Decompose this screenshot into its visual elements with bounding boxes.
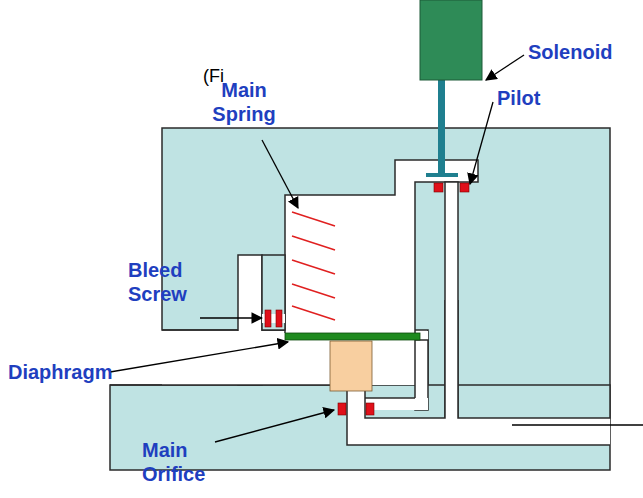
solenoid-coil — [420, 0, 482, 80]
outlet-channel — [347, 418, 610, 445]
pointer-line — [512, 424, 643, 425]
main-orifice-seat — [366, 403, 374, 415]
main-orifice-seat — [338, 403, 346, 415]
part-name: Solenoid — [528, 40, 612, 64]
part-name: Main Orifice — [142, 438, 226, 486]
upper-body — [162, 128, 610, 418]
bleed-wall — [262, 255, 285, 330]
main-spring — [292, 212, 335, 320]
part-name: Bleed Screw — [128, 258, 204, 306]
under-diaphragm-link — [365, 398, 428, 410]
channel-join — [445, 300, 458, 422]
inlet-gap — [162, 331, 428, 385]
figure-caption-fragment: (Fi — [203, 64, 224, 88]
pilot-seat — [434, 183, 443, 192]
part-name: Main Spring — [204, 78, 284, 126]
plunger-tip — [426, 173, 458, 177]
part-name: Diaphragm — [8, 360, 112, 384]
part-name: Pilot — [497, 86, 540, 110]
pilot-seat — [460, 183, 469, 192]
pilot-outlet-channel — [445, 182, 458, 422]
plunger-stem — [438, 80, 445, 175]
diaphragm-pad — [330, 341, 372, 391]
bleed-screw — [276, 310, 282, 327]
bleed-screw — [265, 310, 271, 327]
diaphragm — [285, 333, 420, 340]
leader-lines — [110, 55, 524, 442]
